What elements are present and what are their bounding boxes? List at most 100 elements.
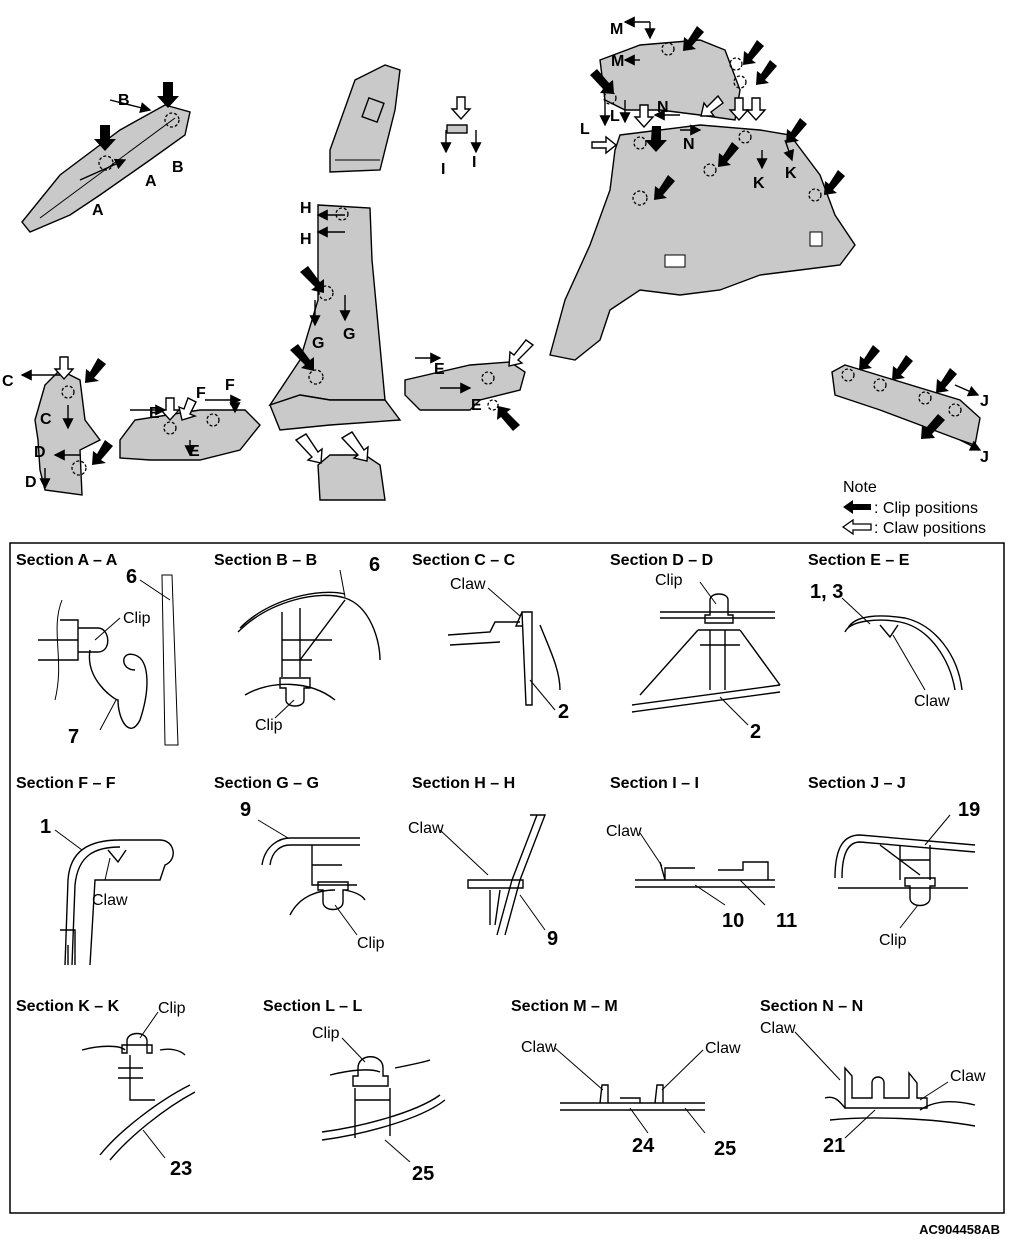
rear-end-trim: J J xyxy=(831,345,989,466)
section-b: Section B – B 6 Clip xyxy=(214,552,381,734)
clip-arrow-icon xyxy=(94,125,116,151)
clip-arrow-icon xyxy=(824,170,845,195)
part-number: 11 xyxy=(776,910,797,932)
claw-arrow-icon xyxy=(53,356,75,381)
section-title: Section F – F xyxy=(16,775,116,792)
section-title: Section M – M xyxy=(511,998,618,1015)
figure-code: AC904458AB xyxy=(919,1222,1000,1237)
clip-arrow-icon xyxy=(290,344,314,371)
callout-label: Claw xyxy=(760,1020,796,1037)
section-l: Section L – L Clip 25 xyxy=(263,998,446,1185)
clip-arrow-icon xyxy=(683,26,704,51)
section-m: Section M – M Claw Claw 24 25 xyxy=(511,998,741,1160)
label-J: J xyxy=(980,393,989,410)
part-number: 25 xyxy=(412,1163,434,1185)
part-number: 24 xyxy=(632,1135,655,1157)
clip-arrow-icon xyxy=(92,440,113,465)
callout-label: Claw xyxy=(606,823,642,840)
label-E: E xyxy=(189,443,200,460)
label-E: E xyxy=(149,405,160,422)
section-c: Section C – C Claw 2 xyxy=(412,552,569,723)
part-number: 6 xyxy=(126,566,137,588)
clip-arrow-icon xyxy=(300,266,324,293)
label-F: F xyxy=(225,377,235,394)
section-title: Section J – J xyxy=(808,775,906,792)
clip-arrow-icon xyxy=(157,82,179,108)
claw-arrow-icon xyxy=(508,339,535,367)
part-number: 7 xyxy=(68,726,79,748)
center-pillar-lower-trim: H H G G xyxy=(268,200,402,501)
section-title: Section L – L xyxy=(263,998,363,1015)
clip-arrow-icon xyxy=(497,406,520,431)
section-title: Section C – C xyxy=(412,552,516,569)
section-a: Section A – A 6 Clip 7 xyxy=(16,552,179,748)
sections-frame xyxy=(9,542,1005,1214)
legend-claw-label: : Claw positions xyxy=(874,520,986,537)
callout-label: Clip xyxy=(255,717,283,734)
label-N: N xyxy=(683,136,695,153)
section-j: Section J – J 19 Clip xyxy=(808,775,980,949)
rear-scuff-plate: E E xyxy=(404,339,535,431)
clip-arrow-icon xyxy=(859,345,880,370)
label-F: F xyxy=(196,385,206,402)
label-M: M xyxy=(610,21,623,38)
label-E: E xyxy=(471,397,482,414)
label-J: J xyxy=(980,449,989,466)
label-N: N xyxy=(657,99,669,116)
legend-clip-label: : Clip positions xyxy=(874,500,978,517)
label-K: K xyxy=(753,175,765,192)
label-H: H xyxy=(300,200,312,217)
section-title: Section G – G xyxy=(214,775,319,792)
clip-legend-icon xyxy=(843,500,871,514)
label-B: B xyxy=(118,92,130,109)
claw-legend-icon xyxy=(841,518,872,536)
callout-label: Claw xyxy=(950,1068,986,1085)
label-D: D xyxy=(25,474,37,491)
part-number: 23 xyxy=(170,1158,192,1180)
clip-arrow-icon xyxy=(85,358,106,383)
section-f: Section F – F 1 Claw xyxy=(16,775,174,966)
clip-arrow-icon xyxy=(921,414,945,439)
clip-arrow-icon xyxy=(936,368,957,393)
callout-label: Clip xyxy=(357,935,385,952)
clip-arrow-icon xyxy=(756,60,777,85)
claw-arrow-icon xyxy=(294,433,323,464)
section-k: Section K – K Clip 23 xyxy=(16,998,196,1180)
claw-arrow-icon xyxy=(728,97,750,122)
section-i: Section I – I Claw 10 11 xyxy=(606,775,797,932)
label-D: D xyxy=(34,444,46,461)
part-number: 9 xyxy=(547,928,558,950)
part-number: 1, 3 xyxy=(810,581,843,603)
claw-arrow-icon xyxy=(633,104,655,129)
label-L: L xyxy=(580,121,590,138)
claw-arrow-icon xyxy=(450,96,472,121)
front-scuff-plate: C C D D E E F F xyxy=(2,356,261,496)
label-I: I xyxy=(472,154,476,171)
clip-arrow-icon xyxy=(654,175,675,200)
claw-arrow-icon xyxy=(591,135,618,155)
callout-label: Claw xyxy=(450,576,486,593)
legend: Note : Clip positions : Claw positions xyxy=(841,479,986,537)
label-H: H xyxy=(300,231,312,248)
section-title: Section H – H xyxy=(412,775,515,792)
section-d: Section D – D Clip 2 xyxy=(610,552,781,743)
section-title: Section N – N xyxy=(760,998,863,1015)
label-M: M xyxy=(611,53,624,70)
part-number: 2 xyxy=(558,701,569,723)
callout-label: Claw xyxy=(914,693,950,710)
section-g: Section G – G 9 Clip xyxy=(214,775,385,952)
quarter-trim: M M N N L L K K xyxy=(549,16,856,361)
clip-arrow-icon xyxy=(786,118,807,143)
part-number: 1 xyxy=(40,816,51,838)
callout-label: Clip xyxy=(123,610,151,627)
label-A: A xyxy=(145,173,157,190)
callout-label: Claw xyxy=(705,1040,741,1057)
clip-arrow-icon xyxy=(645,126,667,152)
label-C: C xyxy=(2,373,14,390)
callout-label: Clip xyxy=(879,932,907,949)
clip-arrow-icon xyxy=(718,142,739,167)
callout-label: Clip xyxy=(312,1025,340,1042)
callout-label: Clip xyxy=(158,1000,186,1017)
clip-arrow-icon xyxy=(743,40,764,65)
